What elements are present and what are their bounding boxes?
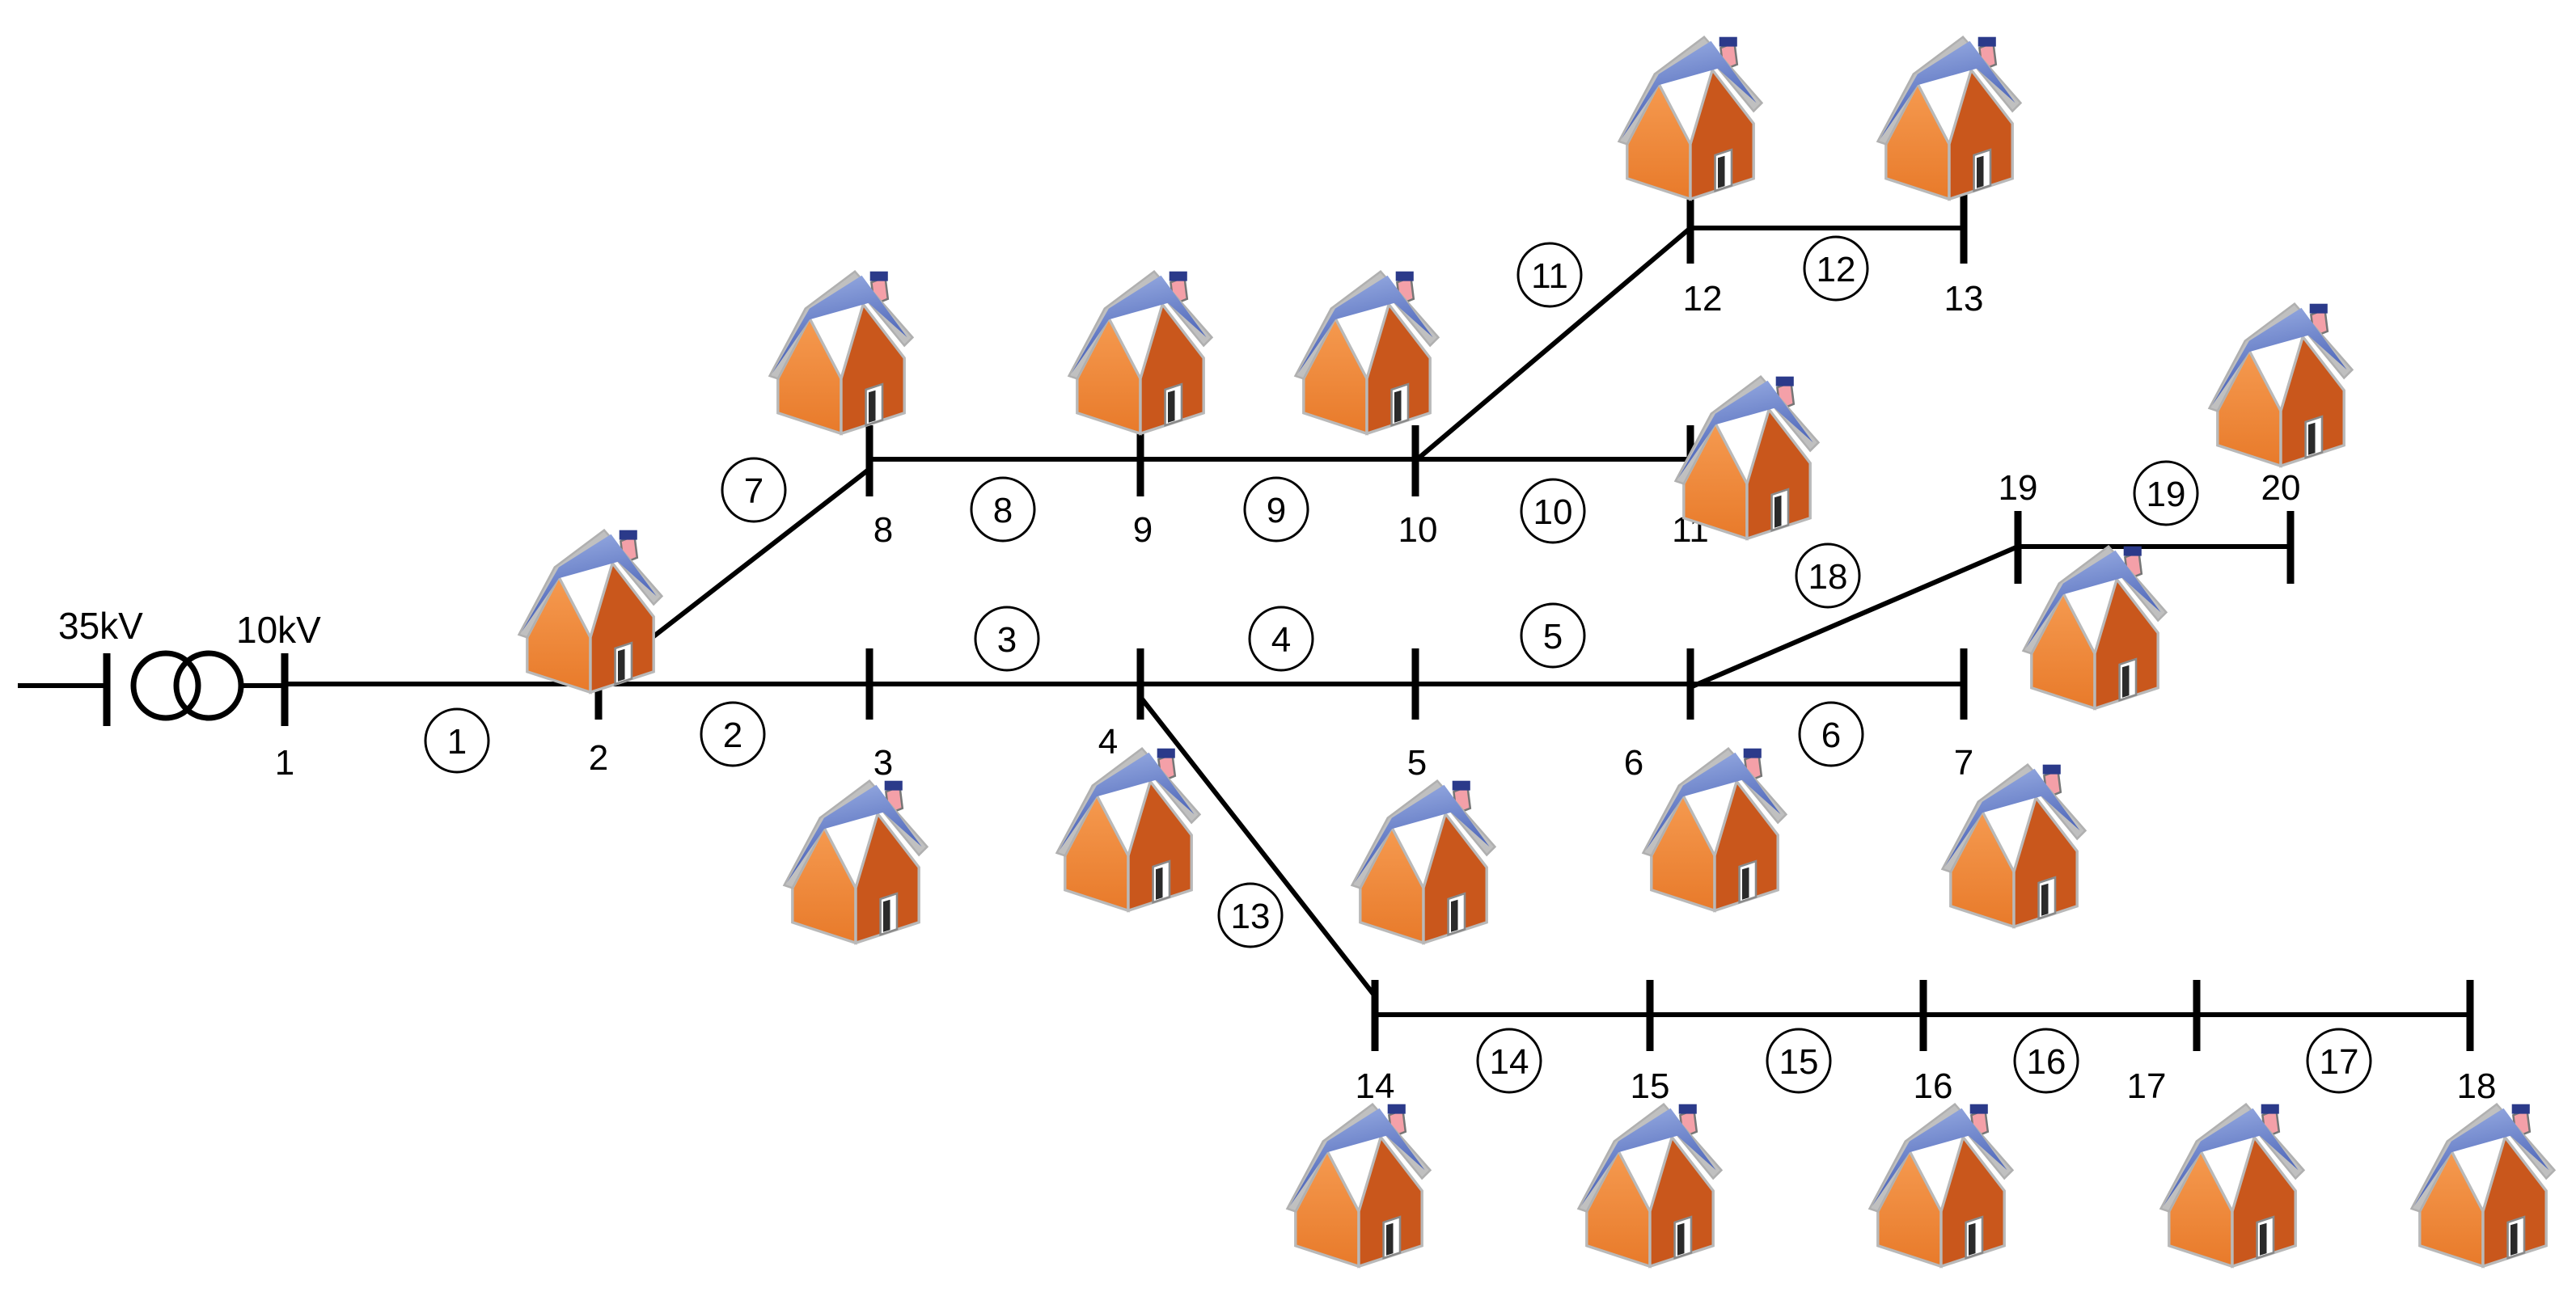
bus-label-12: 12 [1683, 279, 1723, 319]
branch-label-8: 8 [970, 476, 1036, 543]
svg-text:6: 6 [1821, 716, 1841, 755]
bus-label-1: 1 [275, 743, 294, 783]
bus-label-19: 19 [1999, 468, 2038, 508]
svg-text:2: 2 [723, 716, 742, 755]
bus-label-18: 18 [2457, 1066, 2497, 1106]
bus-label-6: 6 [1624, 743, 1643, 783]
bus-label-16: 16 [1914, 1066, 1953, 1106]
house-icon [2409, 1102, 2557, 1269]
bus-label-13: 13 [1944, 279, 1984, 319]
branch-label-10: 10 [1520, 478, 1586, 544]
bus-label-9: 9 [1133, 510, 1153, 550]
branch-label-2: 2 [700, 701, 766, 767]
svg-text:3: 3 [997, 620, 1017, 660]
svg-text:18: 18 [1808, 557, 1848, 597]
svg-text:15: 15 [1779, 1042, 1819, 1082]
svg-text:4: 4 [1271, 620, 1291, 660]
house-icon [1293, 269, 1440, 435]
svg-text:1: 1 [447, 722, 467, 762]
house-icon [2021, 545, 2168, 710]
bus-label-8: 8 [873, 510, 893, 550]
house-icon [1673, 374, 1821, 540]
house-icon [1067, 269, 1214, 435]
bus-bars [103, 194, 2474, 1051]
house-icon [1876, 35, 2023, 201]
branch-label-16: 16 [2013, 1028, 2079, 1094]
line-branch-11 [1414, 226, 1692, 463]
svg-text:10: 10 [1533, 492, 1573, 532]
bus-label-7: 7 [1954, 743, 1973, 783]
branch-label-4: 4 [1248, 606, 1314, 672]
svg-text:16: 16 [2027, 1042, 2066, 1082]
svg-text:9: 9 [1267, 491, 1286, 530]
voltage-high-label: 35kV [58, 605, 143, 647]
house-icon [1867, 1102, 2015, 1269]
house-icon [1285, 1102, 1432, 1269]
branch-label-13: 13 [1217, 882, 1284, 948]
branch-label-17: 17 [2306, 1028, 2372, 1094]
house-icon [2159, 1102, 2306, 1269]
svg-text:13: 13 [1231, 897, 1271, 936]
branch-label-18: 18 [1795, 543, 1861, 609]
bus-label-20: 20 [2261, 468, 2301, 508]
line-branch-13 [1138, 695, 1377, 998]
house-icon [768, 269, 915, 435]
svg-text:8: 8 [993, 491, 1013, 530]
house-icon [782, 779, 929, 945]
house-icon [1350, 779, 1497, 945]
branch-label-19: 19 [2133, 460, 2199, 526]
branch-label-1: 1 [424, 707, 490, 774]
bus-label-10: 10 [1398, 510, 1438, 550]
branch-label-6: 6 [1798, 701, 1864, 767]
branch-labels: 1 2 3 4 5 6 7 8 9 10 11 12 13 14 15 16 1… [424, 235, 2372, 1094]
branch-label-11: 11 [1516, 242, 1583, 308]
bus-label-3: 3 [873, 743, 893, 783]
network-lines [18, 226, 2470, 1017]
svg-text:11: 11 [1531, 256, 1568, 296]
branch-label-15: 15 [1766, 1028, 1832, 1094]
branch-label-3: 3 [974, 606, 1040, 672]
bus-label-17: 17 [2127, 1066, 2167, 1106]
house-icon [517, 529, 664, 694]
bus-label-14: 14 [1356, 1066, 1395, 1106]
svg-text:14: 14 [1490, 1042, 1529, 1082]
bus-label-15: 15 [1631, 1066, 1670, 1106]
house-icon [1576, 1102, 1724, 1269]
branch-label-9: 9 [1243, 476, 1309, 543]
svg-text:7: 7 [744, 471, 763, 511]
house-icon [2207, 302, 2354, 467]
branch-label-12: 12 [1803, 235, 1869, 302]
bus-label-4: 4 [1098, 722, 1118, 762]
svg-text:17: 17 [2320, 1042, 2359, 1082]
voltage-low-label: 10kV [236, 609, 321, 651]
transformer-icon [130, 650, 244, 721]
house-icon [1617, 35, 1764, 201]
house-icon [1641, 747, 1788, 913]
line-branch-18 [1689, 544, 2020, 690]
bus-labels: 1 2 3 4 5 6 7 8 9 10 11 12 13 14 15 16 1… [275, 279, 2497, 1106]
bus-label-5: 5 [1407, 743, 1427, 783]
house-icon [1055, 747, 1202, 913]
svg-text:19: 19 [2147, 475, 2186, 514]
svg-text:5: 5 [1543, 617, 1563, 657]
svg-text:12: 12 [1817, 250, 1856, 289]
branch-label-5: 5 [1520, 602, 1586, 669]
bus-label-2: 2 [589, 738, 608, 778]
branch-label-14: 14 [1476, 1028, 1542, 1094]
house-icon [1940, 763, 2087, 929]
branch-label-7: 7 [721, 457, 787, 523]
